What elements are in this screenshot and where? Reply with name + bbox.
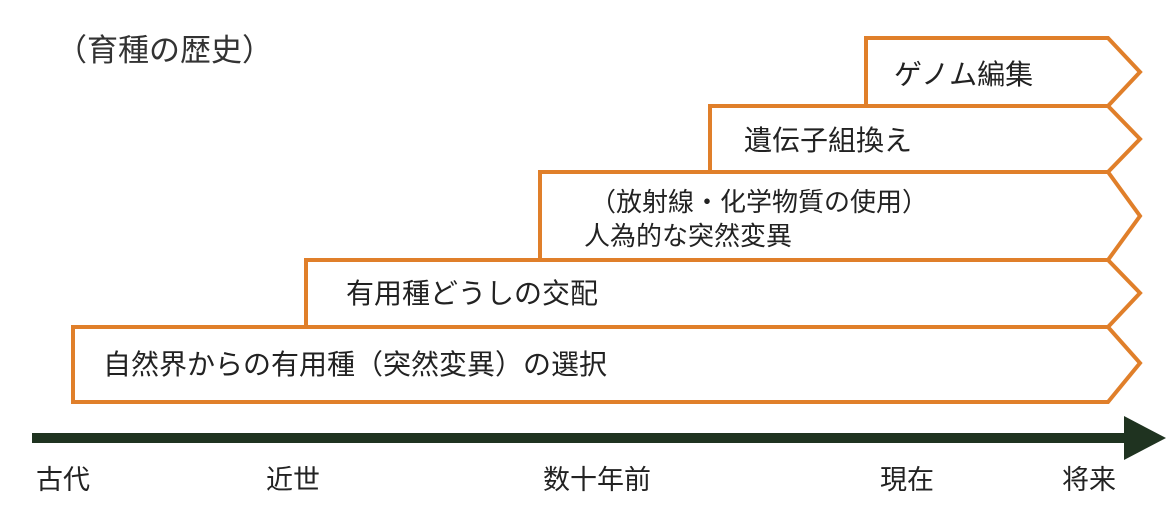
- stage-induced-mutation: （放射線・化学物質の使用） 人為的な突然変異: [538, 170, 1143, 262]
- stage-arrow-shape: [538, 170, 1143, 262]
- stage-label-line-2: 人為的な突然変異: [584, 222, 792, 252]
- diagram-title: （育種の歴史）: [56, 33, 273, 69]
- stage-arrow-shape: [71, 325, 1143, 404]
- era-label-present: 現在: [880, 465, 934, 496]
- timeline-arrowhead: [1124, 416, 1166, 460]
- timeline-bar: [32, 433, 1140, 443]
- stage-genome-editing: ゲノム編集: [864, 36, 1143, 108]
- stage-label: 有用種どうしの交配: [346, 277, 598, 310]
- stage-crossbreeding: 有用種どうしの交配: [304, 258, 1143, 329]
- stage-natural-selection: 自然界からの有用種（突然変異）の選択: [71, 325, 1143, 404]
- timeline-arrow: [32, 416, 1166, 460]
- era-label-ancient: 古代: [36, 465, 90, 496]
- stage-arrow-shape: [708, 104, 1143, 174]
- stage-arrow-shape: [864, 36, 1143, 108]
- stage-arrow-shape: [304, 258, 1143, 329]
- era-label-future: 将来: [1062, 465, 1116, 496]
- era-label-decades-ago: 数十年前: [543, 465, 651, 496]
- stage-genetic-modification: 遺伝子組換え: [708, 104, 1143, 174]
- era-label-early-modern: 近世: [266, 465, 320, 496]
- stage-label: ゲノム編集: [894, 58, 1033, 91]
- stage-label: 遺伝子組換え: [744, 124, 912, 157]
- stage-label: 自然界からの有用種（突然変異）の選択: [103, 348, 607, 381]
- stage-label-line-1: （放射線・化学物質の使用）: [590, 188, 928, 218]
